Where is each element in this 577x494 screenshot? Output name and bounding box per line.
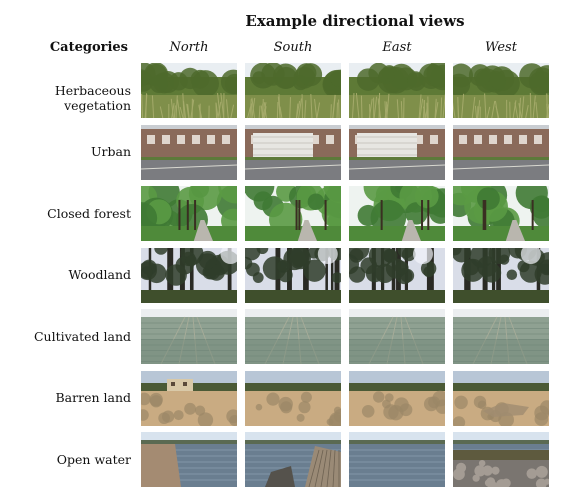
photo-barren-east	[349, 370, 445, 426]
photo-forest-north	[141, 186, 237, 241]
photo-herbaceous-west	[453, 63, 549, 118]
row-label-herbaceous: Herbaceous vegetation	[54, 82, 131, 113]
direction-header-east: East	[382, 40, 412, 55]
photo-cultivated-west	[453, 309, 549, 364]
figure-title: Example directional views	[245, 12, 465, 30]
categories-header: Categories	[49, 40, 128, 55]
photo-woodland-south	[245, 247, 341, 303]
photo-cultivated-south	[245, 309, 341, 364]
photo-herbaceous-south	[245, 63, 341, 118]
photo-urban-west	[453, 124, 549, 180]
direction-header-north: North	[169, 40, 209, 55]
photo-woodland-east	[349, 247, 445, 303]
photo-urban-east	[349, 124, 445, 180]
photo-herbaceous-north	[141, 63, 237, 118]
photo-herbaceous-east	[349, 63, 445, 118]
photo-barren-north	[141, 370, 237, 426]
row-label-urban: Urban	[90, 144, 131, 159]
photo-barren-south	[245, 370, 341, 426]
row-label-woodland: Woodland	[68, 267, 131, 282]
photo-forest-south	[245, 186, 341, 241]
photo-water-west	[453, 432, 549, 487]
photo-woodland-north	[141, 247, 237, 303]
photo-water-north	[141, 432, 237, 487]
column-header-row: Categories North South East West	[0, 40, 577, 58]
photo-urban-south	[245, 124, 341, 180]
photo-cultivated-north	[141, 309, 237, 364]
photo-urban-north	[141, 124, 237, 180]
photo-forest-east	[349, 186, 445, 241]
direction-header-south: South	[273, 40, 313, 55]
photo-cultivated-east	[349, 309, 445, 364]
direction-header-west: West	[485, 40, 517, 55]
photo-woodland-west	[453, 247, 549, 303]
photo-water-south	[245, 432, 341, 487]
row-label-water: Open water	[56, 451, 131, 467]
row-label-forest: Closed forest	[47, 205, 131, 221]
row-label-barren: Barren land	[55, 390, 131, 405]
row-label-cultivated: Cultivated land	[33, 328, 131, 344]
photo-forest-west	[453, 186, 549, 241]
photo-water-east	[349, 432, 445, 487]
photo-barren-west	[453, 370, 549, 426]
